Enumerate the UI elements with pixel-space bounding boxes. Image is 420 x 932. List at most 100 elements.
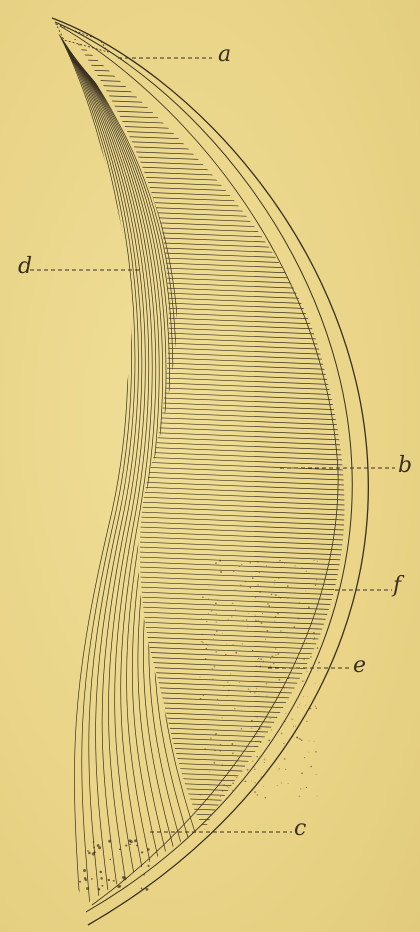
stipple-dot: [209, 586, 210, 587]
fibre-line: [60, 349, 370, 361]
stipple-dot: [252, 650, 253, 651]
stipple-dot: [220, 744, 222, 746]
stipple-dot: [315, 751, 317, 753]
fibre-line: [60, 219, 370, 231]
fibre-line: [60, 814, 370, 826]
stipple-dot: [202, 596, 204, 598]
stipple-dot: [228, 618, 229, 619]
fibre-curve: [69, 54, 268, 905]
stipple-dot: [235, 589, 236, 590]
stipple-dot: [257, 756, 258, 757]
fibre-line: [60, 504, 370, 516]
fibre-line: [60, 684, 370, 696]
stipple-dot: [315, 683, 316, 684]
fibre-line: [60, 379, 370, 391]
stipple-dot: [231, 616, 233, 618]
stipple-dot: [87, 850, 89, 852]
fibre-line: [60, 29, 370, 41]
stipple-dot: [274, 620, 275, 621]
stipple-dot: [205, 658, 207, 660]
stipple-dot: [316, 774, 317, 775]
stipple-dot: [249, 689, 250, 690]
stipple-dot: [134, 839, 137, 842]
stipple-dot: [237, 755, 238, 756]
stipple-dot: [222, 765, 223, 766]
stipple-dot: [287, 677, 289, 679]
stipple-dot: [310, 708, 312, 710]
fibre-line: [60, 714, 370, 726]
stipple-dot: [280, 630, 282, 632]
fibre-line: [60, 239, 370, 251]
stipple-dot: [242, 644, 243, 645]
stipple-dot: [226, 643, 227, 644]
stipple-dot: [117, 885, 120, 888]
stipple-dot: [310, 766, 312, 768]
label-d: d: [18, 256, 32, 278]
fibre-line: [60, 434, 370, 446]
stipple-dot: [257, 659, 258, 660]
stipple-dot: [266, 683, 268, 685]
stipple-dot: [271, 729, 273, 731]
stipple-dot: [249, 562, 251, 564]
stipple-dot: [215, 733, 217, 735]
fibre-line: [60, 189, 370, 201]
stipple-dot: [143, 874, 145, 876]
stipple-dot: [228, 772, 229, 773]
stipple-dot: [235, 799, 236, 800]
fibre-line: [60, 394, 370, 406]
stipple-dot: [294, 626, 296, 628]
stipple-dot: [228, 690, 230, 692]
stipple-dot: [284, 758, 286, 760]
stipple-dot: [291, 719, 292, 720]
fibre-line: [60, 709, 370, 721]
stipple-dot: [248, 688, 249, 689]
stipple-dot: [275, 648, 276, 649]
fibre-line: [60, 179, 370, 191]
stipple-dot: [277, 785, 278, 786]
stipple-dot: [259, 591, 261, 593]
fibre-line: [60, 384, 370, 396]
stipple-dot: [228, 685, 229, 686]
stipple-dot: [284, 563, 285, 564]
fibre-line: [60, 214, 370, 226]
fibre-line: [60, 539, 370, 551]
fibre-line: [60, 699, 370, 711]
stipple-dot: [278, 578, 279, 579]
fibre-line: [60, 619, 370, 631]
stipple-dot: [109, 859, 111, 861]
fibre-line: [60, 339, 370, 351]
stipple-dot: [256, 665, 257, 666]
stipple-dot: [306, 721, 307, 722]
fibre-line: [60, 229, 370, 241]
fibre-line: [60, 199, 370, 211]
stipple-dot: [241, 711, 242, 712]
stipple-dot: [304, 757, 305, 758]
stipple-dot: [279, 768, 280, 769]
fibre-line: [60, 344, 370, 356]
stipple-dot: [258, 694, 259, 695]
stipple-dot: [202, 634, 204, 636]
fibre-line: [60, 244, 370, 256]
stipple-dot: [285, 769, 286, 770]
stipple-dot: [257, 733, 258, 734]
stipple-dot: [297, 707, 298, 708]
stipple-dot: [239, 566, 240, 567]
stipple-dot: [263, 786, 264, 787]
fibre-line: [60, 614, 370, 626]
fibre-line: [60, 324, 370, 336]
stipple-dot: [122, 876, 125, 879]
stipple-dot: [98, 846, 101, 849]
fibre-line: [60, 439, 370, 451]
stipple-dot: [214, 666, 216, 668]
stipple-dot: [200, 698, 202, 700]
stipple-dot: [255, 619, 257, 621]
stipple-dot: [217, 600, 218, 601]
stipple-dot: [275, 654, 277, 656]
stipple-dot: [216, 621, 218, 623]
stipple-dot: [258, 658, 259, 659]
stipple-dot: [296, 658, 297, 659]
stipple-dot: [302, 680, 304, 682]
fibre-line: [60, 429, 370, 441]
stipple-dot: [251, 727, 253, 729]
